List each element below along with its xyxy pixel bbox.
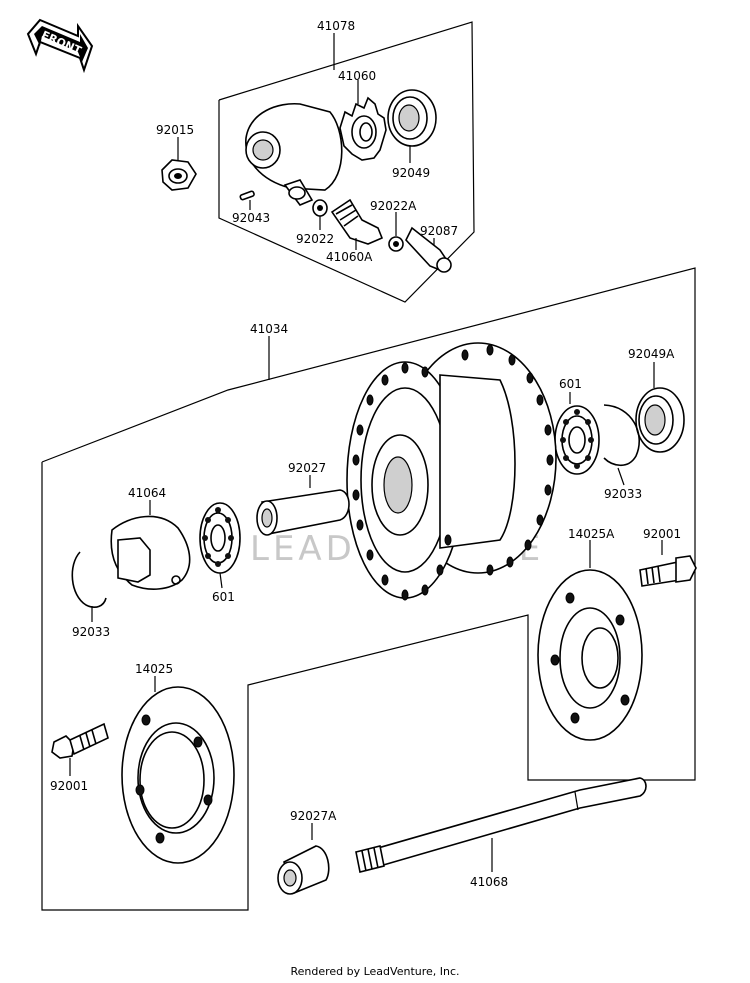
washer-92022 [312, 199, 328, 230]
nut-92015 [161, 137, 197, 191]
label-92027: 92027 [288, 461, 326, 475]
oil-seal-92049A [635, 362, 685, 453]
label-41060: 41060 [338, 69, 376, 83]
label-41034: 41034 [250, 322, 288, 336]
bearing-601-right [554, 392, 600, 475]
bolt-92001-right [639, 540, 697, 587]
label-92087: 92087 [420, 224, 458, 238]
front-arrow-badge: FRONT [26, 18, 94, 74]
oil-seal-92049 [387, 89, 437, 163]
part-labels: 41078 41060 92015 92049 92043 92022A 920… [50, 19, 681, 889]
label-92049: 92049 [392, 166, 430, 180]
label-92022: 92022 [296, 232, 334, 246]
footer-credit: Rendered by LeadVenture, Inc. [290, 965, 459, 978]
pin-92043 [239, 190, 255, 210]
label-601-left: 601 [212, 590, 235, 604]
bearing-601-left [199, 502, 241, 589]
label-92049A: 92049A [628, 347, 675, 361]
pinion-41060A [330, 198, 384, 250]
gear-41060 [339, 80, 387, 161]
circlip-92033-right [603, 404, 640, 486]
bolt-92001-left [51, 722, 109, 776]
speedo-drive-plate-41064 [110, 500, 191, 590]
label-92001-left: 92001 [50, 779, 88, 793]
washer-92022A [388, 212, 404, 252]
label-92022A: 92022A [370, 199, 417, 213]
hub-assembly-outline [41, 267, 696, 911]
label-14025A: 14025A [568, 527, 615, 541]
label-92043: 92043 [232, 211, 270, 225]
label-14025: 14025 [135, 662, 173, 676]
collar-92027 [256, 475, 350, 536]
label-92027A: 92027A [290, 809, 337, 823]
label-601-right: 601 [559, 377, 582, 391]
label-41068: 41068 [470, 875, 508, 889]
label-41078: 41078 [317, 19, 355, 33]
circlip-92033-left [71, 551, 107, 622]
wheel-hub [346, 342, 557, 601]
label-41064: 41064 [128, 486, 166, 500]
label-92015: 92015 [156, 123, 194, 137]
brake-disc-14025 [121, 676, 235, 864]
label-92033-right: 92033 [604, 487, 642, 501]
brake-disc-14025A [537, 540, 643, 741]
collar-92027A [277, 823, 330, 895]
label-92033-left: 92033 [72, 625, 110, 639]
label-41060A: 41060A [326, 250, 373, 264]
label-92001-right: 92001 [643, 527, 681, 541]
gearbox-housing [245, 102, 343, 206]
axle-41068 [355, 777, 647, 873]
bushing-92087 [405, 226, 452, 273]
